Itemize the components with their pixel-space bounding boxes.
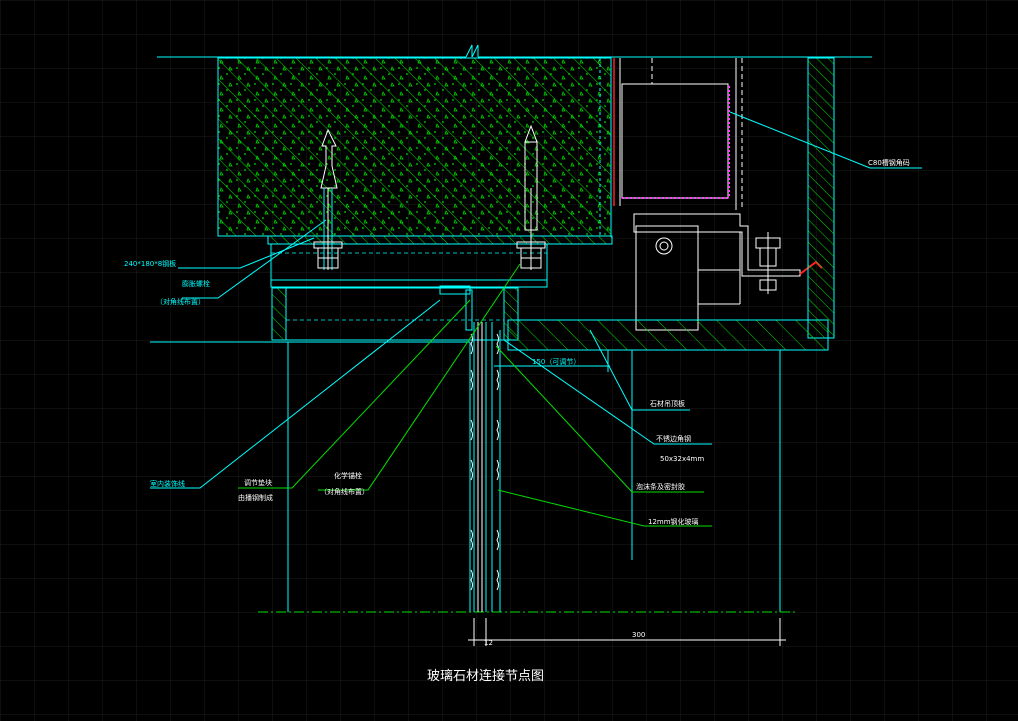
label-chem-anchor: 化学锚栓 [334, 471, 362, 480]
label-dim-adjustable: 150（可调节） [532, 357, 580, 366]
interior-walls [150, 341, 798, 613]
label-steel-plate: 240*180*8钢板 [124, 259, 176, 268]
glass-panel [470, 322, 501, 612]
drawing-title: 玻璃石材连接节点图 [427, 668, 544, 684]
label-ceiling-line: 室内装饰线 [150, 479, 185, 488]
label-expansion-bolt-note: （对角线布置） [156, 297, 205, 306]
label-foam-seal: 泡沫条及密封胶 [636, 482, 685, 491]
reference-lines [494, 350, 633, 560]
c80-channel-box [613, 58, 743, 210]
label-dim-300: 300 [632, 631, 645, 639]
label-ss-angle-size: 50x32x4mm [660, 455, 704, 463]
concrete-slab [217, 57, 612, 237]
label-dim-12: 12 [484, 639, 493, 647]
expansion-bolt-right [516, 124, 546, 270]
label-glass: 12mm钢化玻璃 [648, 517, 699, 526]
right-wall [807, 57, 835, 339]
label-c80-stone: C80槽钢角码 [868, 158, 910, 167]
expansion-bolt-left [313, 128, 343, 270]
stone-ceiling-slab [507, 319, 829, 612]
bottom-dimension [468, 618, 786, 646]
label-adjust-block: 调节垫块 [244, 478, 272, 487]
label-ss-angle: 不锈边角钢 [656, 434, 691, 443]
steel-plate [267, 235, 613, 245]
label-adjust-block-note: 由播钢制成 [238, 493, 273, 502]
label-stone-top: 石材吊顶板 [650, 399, 685, 408]
label-chem-anchor-note: （对角线布置） [320, 487, 369, 496]
leader-lines [150, 111, 922, 527]
ceiling-slab-outline [157, 44, 872, 58]
label-expansion-bolt: 膨胀螺栓 [182, 279, 210, 288]
